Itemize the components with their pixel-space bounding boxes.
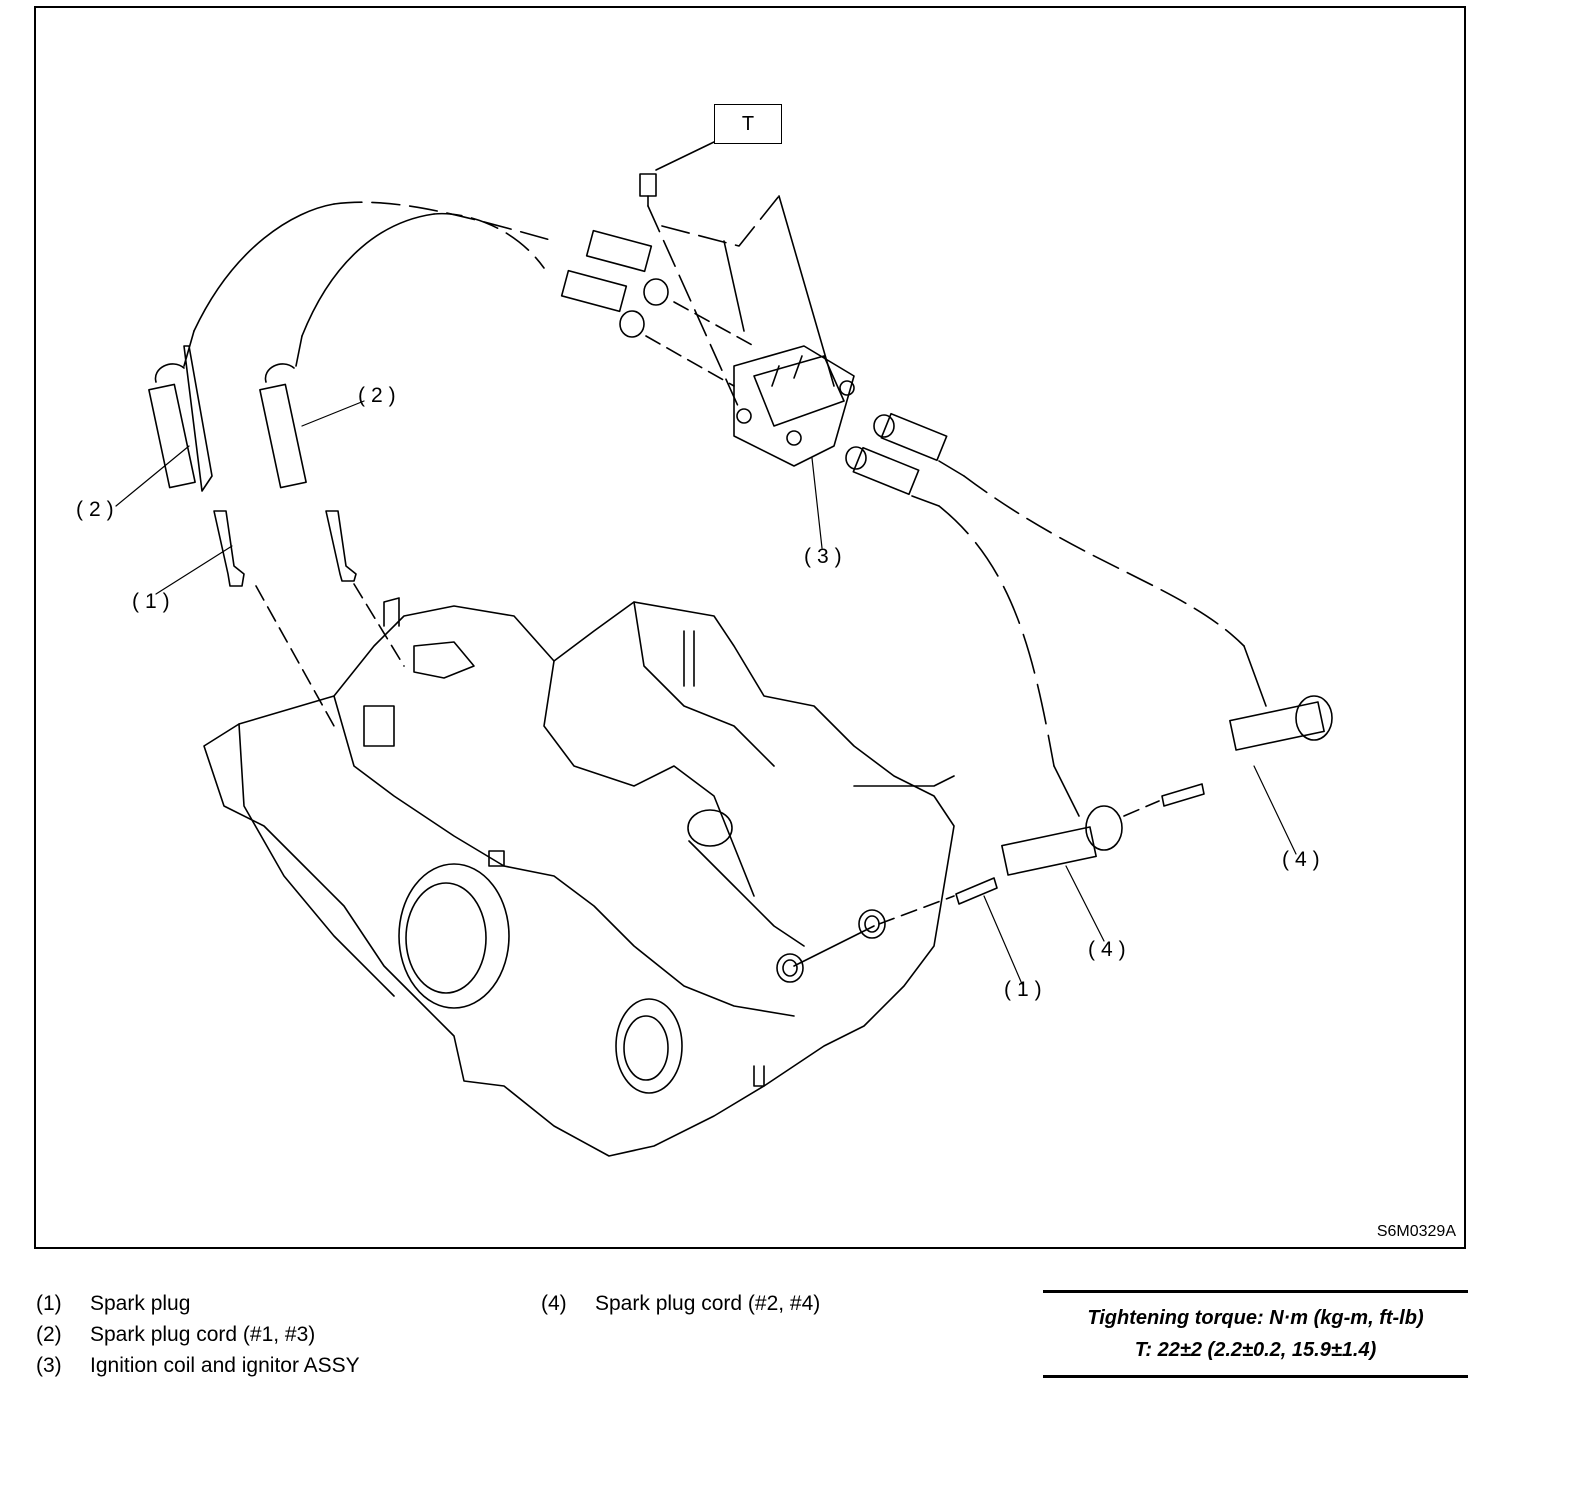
figure-id: S6M0329A [1376,1223,1456,1240]
torque-title: Tightening torque: N·m (kg-m, ft-lb) [1087,1307,1424,1329]
engine-block [203,597,955,1157]
legend-item-3: (3)Ignition coil and ignitor ASSY [36,1354,360,1377]
ignition-coil [733,345,855,467]
torque-value: T: 22±2 (2.2±0.2, 15.9±1.4) [1134,1339,1377,1361]
right-spark-plug-2 [793,877,998,967]
right-cord-2 [845,446,1123,876]
callout-3: (3) [804,545,848,568]
leader-lines [115,400,1297,985]
callout-4-center: (4) [1088,938,1132,961]
upper-boot-2 [560,269,645,338]
tag-T-box: T [714,104,782,144]
torque-spec-box: Tightening torque: N·m (kg-m, ft-lb) T: … [1043,1290,1468,1378]
engine-ignition-diagram [115,141,1333,1157]
upper-boot-1 [585,229,669,306]
upper-cord-dashed [333,201,555,242]
left-plug-cord-2 [259,213,435,489]
callout-2-left: (2) [76,498,120,521]
legend-item-4: (4)Spark plug cord (#2, #4) [541,1292,821,1315]
upper-cord-2-dashed [433,212,545,269]
left-spark-plug-2 [325,510,405,667]
diagram-frame [34,6,1466,1249]
right-cord-1 [873,412,1333,751]
left-spark-plug-1 [213,510,335,727]
left-plug-cord-1 [148,203,335,492]
bolt-T [639,141,835,407]
callout-1-right: (1) [1004,978,1048,1001]
legend-item-2: (2)Spark plug cord (#1, #3) [36,1323,316,1346]
callout-4-right: (4) [1282,848,1326,871]
right-spark-plug-1 [1123,783,1205,817]
legend-item-1: (1)Spark plug [36,1292,191,1315]
callout-2-right: (2) [358,384,402,407]
callout-1-left: (1) [132,590,176,613]
